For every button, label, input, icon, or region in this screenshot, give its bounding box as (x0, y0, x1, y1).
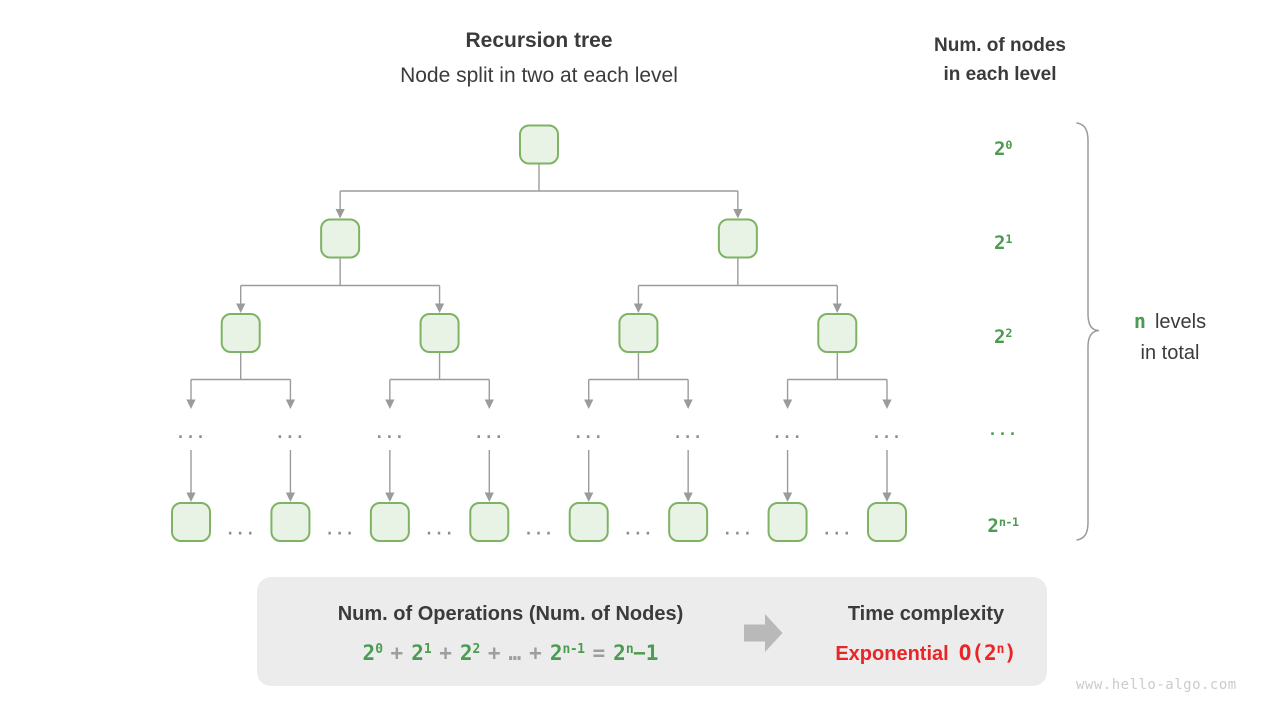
ellipsis-label: ... (325, 521, 355, 539)
figure-header: Recursion tree Node split in two at each… (239, 28, 839, 89)
tree-node (171, 502, 211, 542)
brace-label-levels: levels (1154, 311, 1207, 333)
arrowhead-icon (832, 303, 842, 313)
tree-node (469, 502, 510, 542)
tree-node (668, 502, 709, 542)
ellipsis-label: ... (623, 521, 653, 539)
arrowhead-icon (385, 492, 395, 502)
level-count-label: 22 (993, 326, 1013, 349)
right-arrow-icon (744, 614, 783, 652)
ellipsis-label: ... (375, 424, 405, 442)
tree-node (717, 218, 758, 259)
tree-node (867, 502, 907, 542)
arrowhead-icon (335, 209, 345, 219)
arrowhead-icon (484, 399, 494, 409)
arrowhead-icon (633, 303, 644, 313)
arrowhead-icon (236, 303, 246, 313)
brace-label-n: n (1133, 309, 1146, 333)
tree-node (419, 313, 460, 353)
ellipsis-label: ... (872, 424, 902, 442)
ellipsis-label: ... (226, 521, 256, 539)
complexity-value: Exponential O(2n) (810, 637, 1042, 667)
tree-node (369, 502, 410, 542)
tree-node (220, 313, 261, 353)
formula-token: 22 (459, 640, 481, 665)
formula-token: + (390, 640, 404, 665)
arrowhead-icon (782, 399, 793, 409)
brace (1076, 122, 1100, 541)
right-panel-title: Num. of nodes in each level (900, 31, 1100, 89)
formula-token: 21 (411, 640, 432, 665)
formula-token: O(2n) (958, 640, 1017, 665)
formula-token: 20 (362, 640, 384, 665)
ellipsis-label: ... (723, 521, 753, 539)
watermark: www.hello-algo.com (1076, 677, 1237, 693)
formula-token: 2n-1 (549, 640, 585, 665)
ellipsis-label: ... (425, 521, 455, 539)
ellipsis-label: ... (275, 424, 305, 442)
figure-subtitle: Node split in two at each level (400, 64, 678, 87)
formula-token: + (487, 640, 501, 665)
arrowhead-icon (285, 492, 296, 502)
level-count-label: ... (987, 420, 1019, 439)
figure-title: Recursion tree (465, 29, 613, 52)
formula-token: 2n−1 (613, 640, 659, 665)
complexity-label: Exponential (835, 642, 949, 665)
right-panel-title-line2: in each level (943, 64, 1057, 85)
arrowhead-icon (584, 399, 594, 409)
arrowhead-icon (385, 399, 395, 409)
arrowhead-icon (584, 492, 594, 502)
ellipsis-label: ... (474, 424, 504, 442)
right-panel-title-line1: Num. of nodes (934, 35, 1066, 56)
level-count-label: 20 (993, 137, 1013, 160)
arrowhead-icon (683, 399, 693, 409)
ellipsis-label: ... (176, 424, 206, 442)
tree-node (519, 124, 559, 165)
ellipsis-label: ... (524, 521, 554, 539)
complexity-title: Time complexity (847, 603, 1005, 625)
level-count-label: 2n-1 (987, 515, 1019, 538)
operations-formula: 20+21+22+…+2n-1=2n−1 (293, 637, 728, 666)
formula-token: … (508, 640, 522, 665)
formula-token: = (592, 640, 606, 665)
tree-node (767, 502, 808, 542)
arrowhead-icon (782, 492, 793, 502)
operations-section: Num. of Operations (Num. of Nodes) 20+21… (293, 602, 728, 666)
arrowhead-icon (285, 399, 296, 409)
complexity-section: Time complexity Exponential O(2n) (810, 602, 1042, 667)
tree-node (618, 313, 659, 353)
tree-node (270, 502, 311, 542)
arrowhead-icon (683, 492, 693, 502)
tree-node (568, 502, 609, 542)
tree-node (320, 218, 361, 259)
ellipsis-label: ... (574, 424, 604, 442)
arrowhead-icon (186, 492, 196, 502)
arrowhead-icon (882, 399, 892, 409)
complexity-big-o: O(2n) (959, 641, 1017, 665)
ellipsis-label: ... (673, 424, 703, 442)
arrowhead-icon (434, 303, 445, 313)
summary-box: Num. of Operations (Num. of Nodes) 20+21… (257, 577, 1047, 686)
ellipsis-label: ... (773, 424, 803, 442)
arrowhead-icon (186, 399, 196, 409)
level-count-label: 21 (993, 231, 1013, 254)
arrowhead-icon (882, 492, 892, 502)
formula-token: + (439, 640, 452, 665)
arrowhead-icon (484, 492, 494, 502)
operations-title: Num. of Operations (Num. of Nodes) (337, 603, 684, 625)
brace-label-line2: in total (1140, 342, 1200, 364)
ellipsis-label: ... (822, 521, 852, 539)
arrowhead-icon (733, 209, 743, 219)
tree-node (817, 313, 858, 353)
formula-token: + (529, 640, 542, 665)
